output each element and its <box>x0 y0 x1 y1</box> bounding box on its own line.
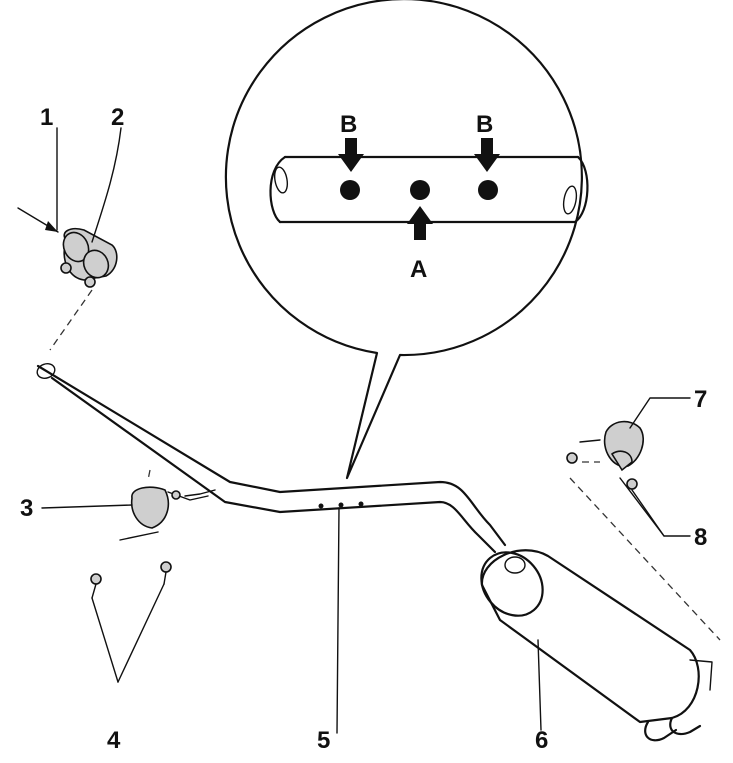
callout-7: 7 <box>694 386 707 413</box>
pipe-hanger-front <box>119 486 209 541</box>
arrow-icon <box>45 221 58 232</box>
callout-3: 3 <box>20 495 33 522</box>
measurement-point-b-right <box>478 180 498 200</box>
callout-1: 1 <box>40 104 53 131</box>
callout-8: 8 <box>694 524 707 551</box>
detail-marker-b-left: B <box>340 111 357 138</box>
callout-4: 4 <box>107 727 121 754</box>
measurement-point-b-left <box>340 180 360 200</box>
pipe-hanger-rear <box>566 420 644 490</box>
pipe-clamp <box>17 207 118 288</box>
measurement-point-a <box>410 180 430 200</box>
rear-muffler <box>480 549 713 742</box>
detail-pipe-section <box>269 138 589 240</box>
bolt-icon <box>90 561 172 599</box>
arrow-up-icon <box>407 206 433 240</box>
leader-lines <box>41 127 691 734</box>
detail-magnifier: B B A <box>224 0 589 480</box>
arrow-down-icon <box>474 138 500 172</box>
exhaust-pipe <box>36 363 507 554</box>
callout-6: 6 <box>535 727 548 754</box>
arrow-down-icon <box>338 138 364 172</box>
callout-5: 5 <box>317 727 330 754</box>
detail-marker-a: A <box>410 256 427 283</box>
callout-2: 2 <box>111 104 124 131</box>
detail-marker-b-right: B <box>476 111 493 138</box>
